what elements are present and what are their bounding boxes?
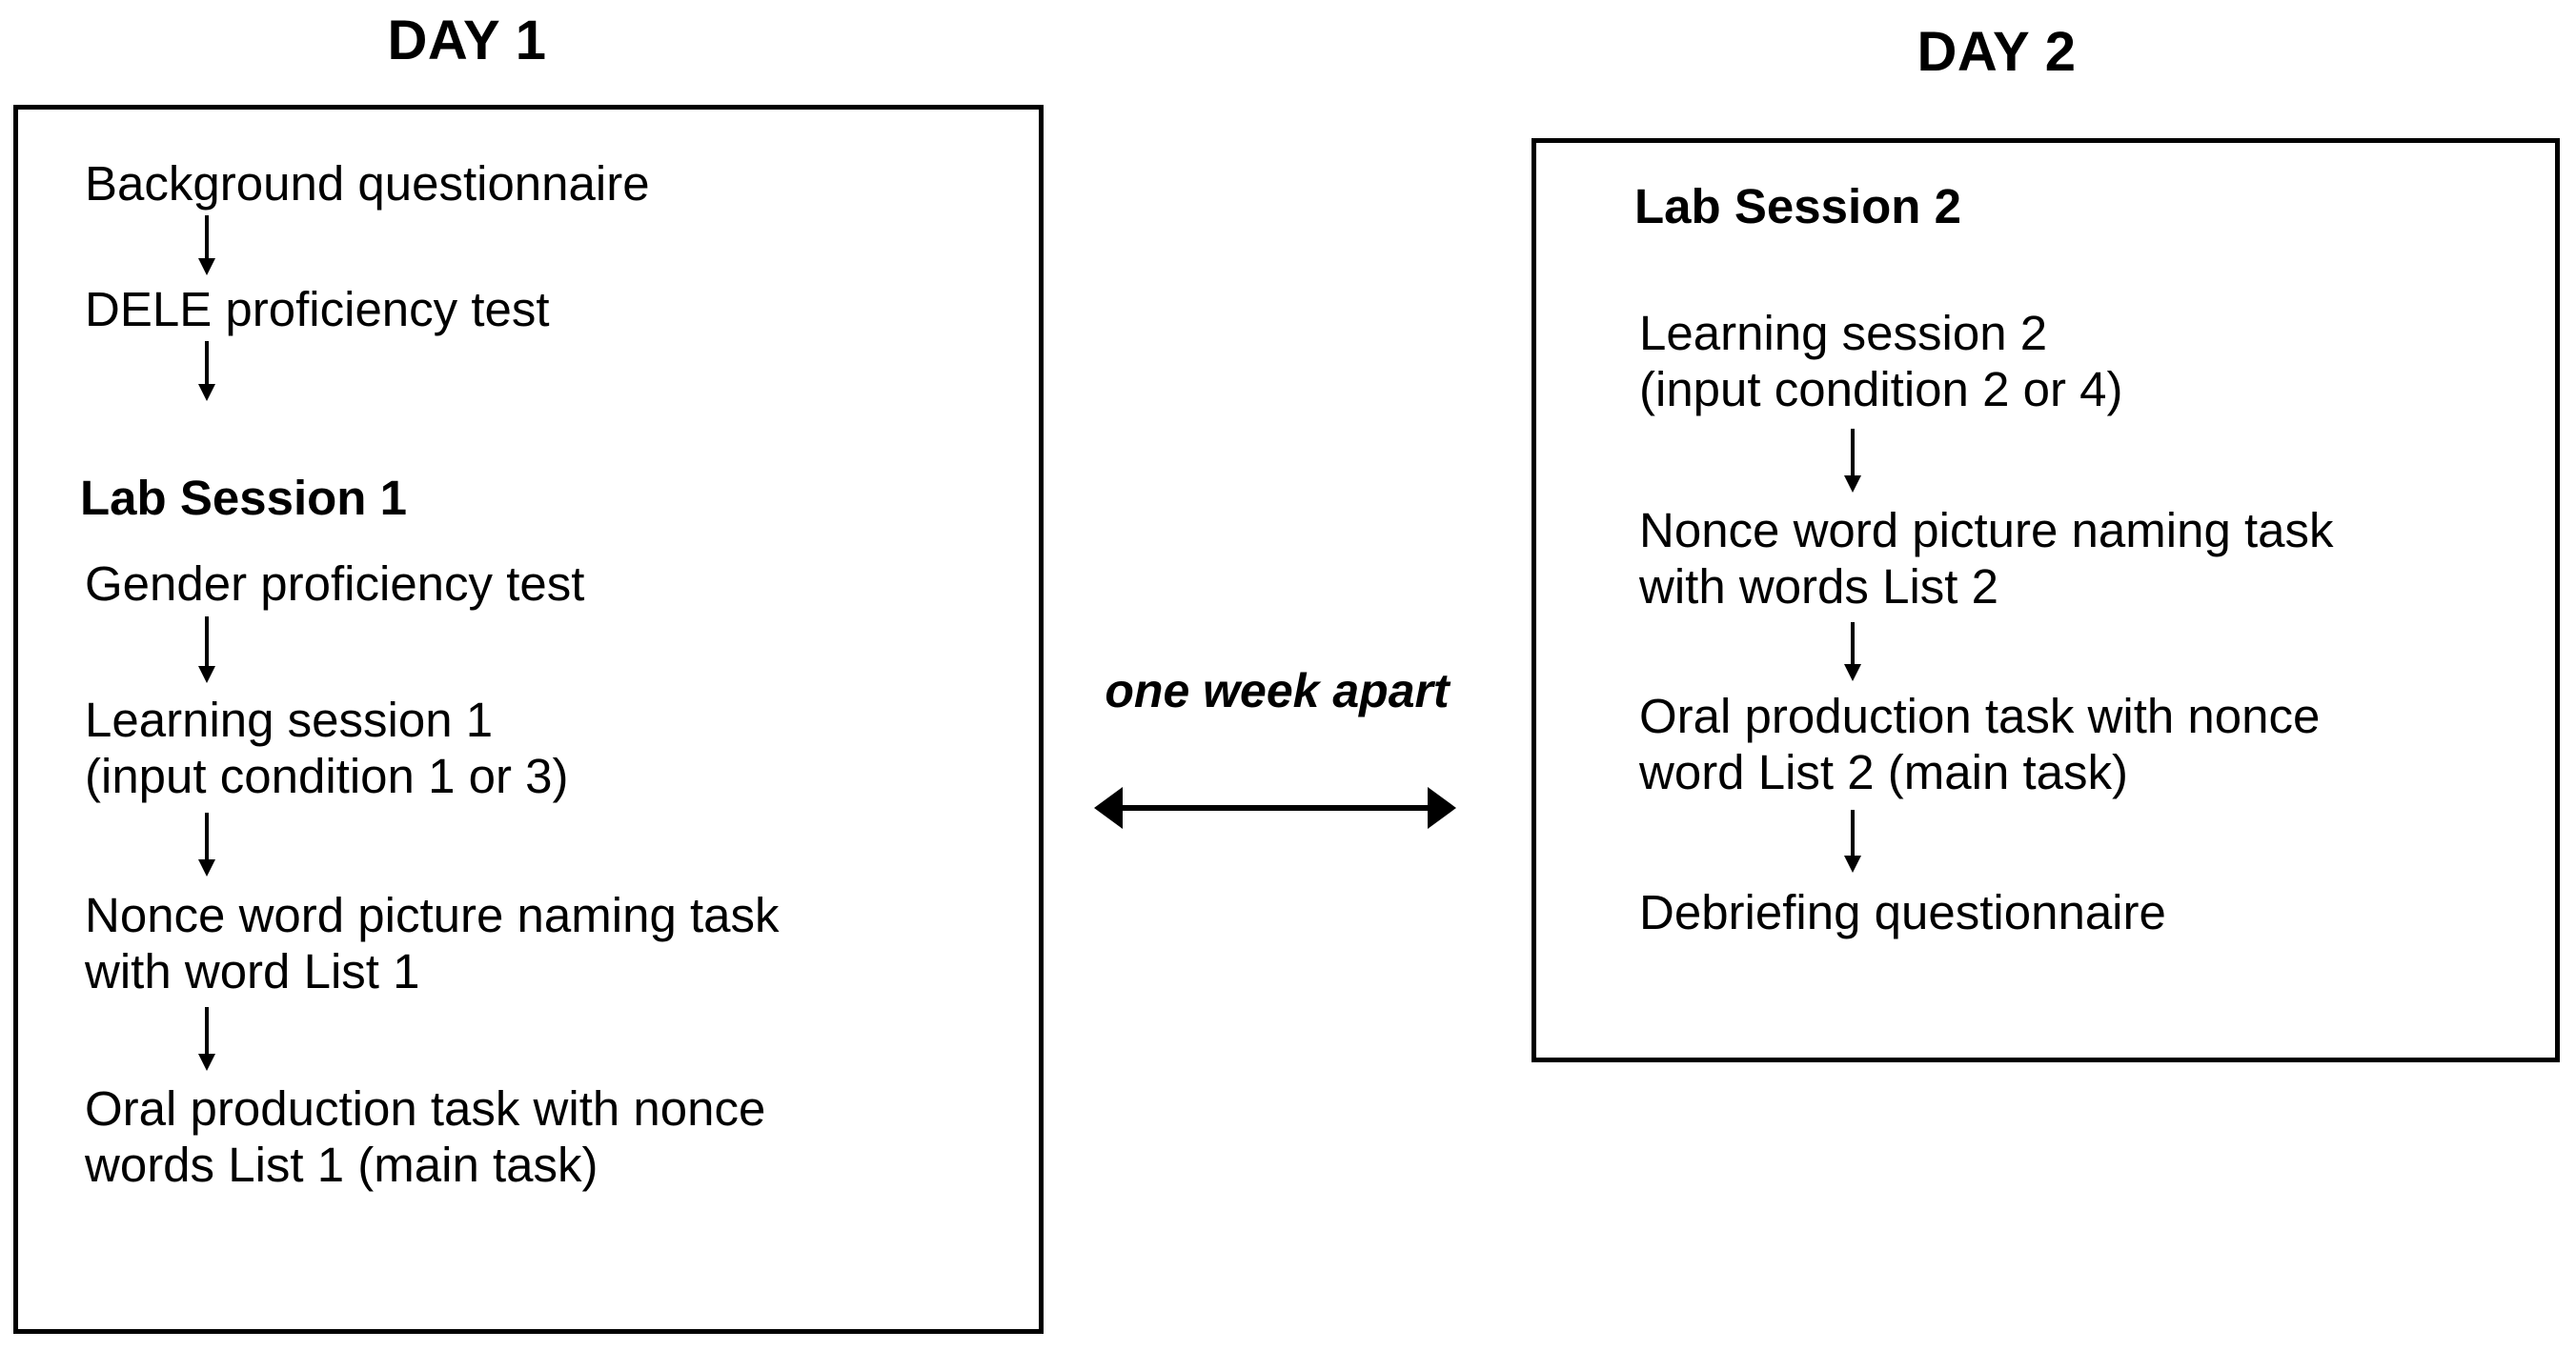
down-arrow-icon (193, 616, 221, 683)
down-arrow-icon (1838, 810, 1867, 873)
day2-panel: Lab Session 2 Learning session 2 (input … (1531, 138, 2560, 1062)
down-arrow-icon (193, 813, 221, 877)
down-arrow-icon (193, 341, 221, 401)
double-headed-horizontal-arrow-icon (1094, 787, 1456, 829)
step-nonce-word-picture-naming-task-2: Nonce word picture naming task with word… (1639, 503, 2334, 615)
step-oral-production-task-2: Oral production task with nonce word Lis… (1639, 689, 2321, 800)
day1-title: DAY 1 (387, 10, 547, 71)
step-debriefing-questionnaire: Debriefing questionnaire (1639, 885, 2166, 939)
down-arrow-icon (1838, 429, 1867, 493)
down-arrow-icon (193, 1007, 221, 1071)
day2-title: DAY 2 (1917, 21, 2077, 83)
down-arrow-icon (1838, 622, 1867, 681)
step-learning-session-1: Learning session 1 (input condition 1 or… (85, 693, 569, 804)
step-lab-session-2: Lab Session 2 (1634, 179, 1961, 233)
step-oral-production-task-1: Oral production task with nonce words Li… (85, 1081, 766, 1193)
down-arrow-icon (193, 215, 221, 275)
step-nonce-word-picture-naming-task-1: Nonce word picture naming task with word… (85, 888, 780, 999)
step-lab-session-1: Lab Session 1 (80, 471, 407, 525)
connector-label: one week apart (1105, 664, 1450, 717)
step-dele-proficiency-test: DELE proficiency test (85, 282, 550, 336)
day1-panel: Background questionnaire DELE proficienc… (13, 105, 1044, 1334)
step-learning-session-2: Learning session 2 (input condition 2 or… (1639, 306, 2123, 417)
step-background-questionnaire: Background questionnaire (85, 156, 650, 211)
step-gender-proficiency-test: Gender proficiency test (85, 556, 585, 611)
